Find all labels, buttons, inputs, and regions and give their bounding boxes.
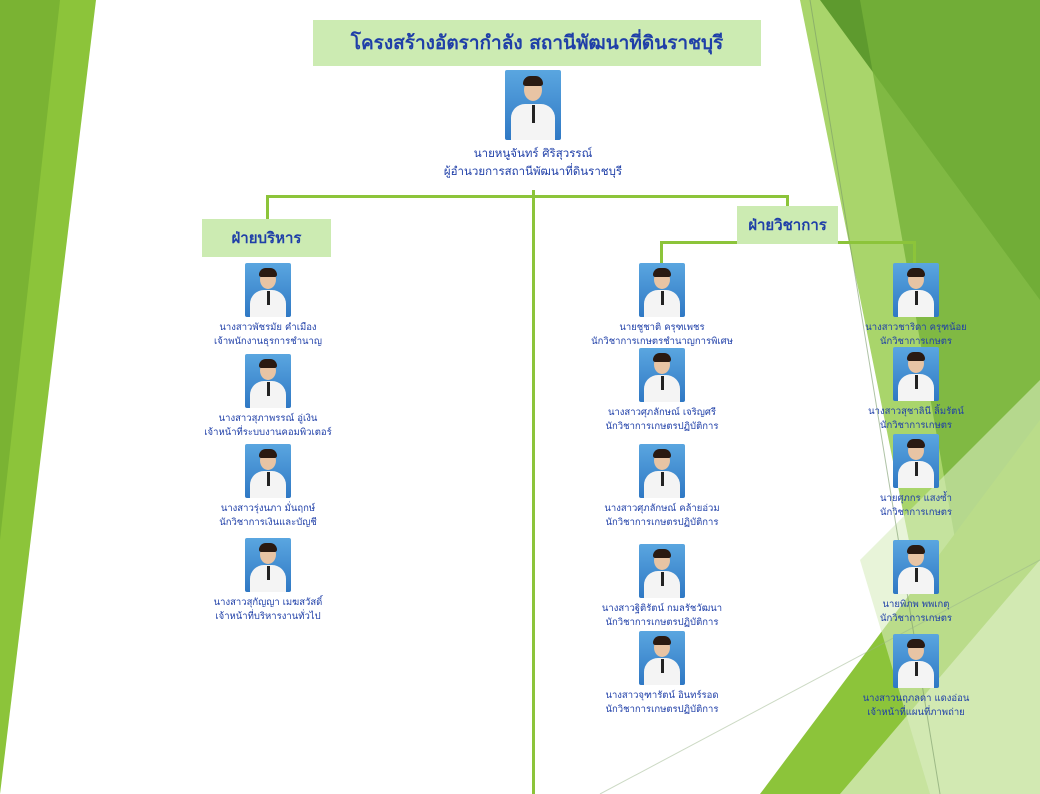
- tech-member: นางสาวศุภลักษณ์ คล้ายอ่วม นักวิชาการเกษต…: [557, 444, 767, 530]
- director-photo: [505, 70, 561, 140]
- person-position: นักวิชาการเกษตร: [879, 507, 953, 518]
- person-photo: [893, 434, 939, 488]
- person-name: นางสาวฐิติรัตน์ กมลรัชวัฒนา: [601, 603, 723, 614]
- director-card: นายหนูจันทร์ ศิริสุวรรณ์ ผู้อำนวยการสถาน…: [428, 70, 638, 180]
- person-position: เจ้าหน้าที่ระบบงานคอมพิวเตอร์: [204, 427, 332, 438]
- person-photo: [639, 631, 685, 685]
- person-position: นักวิชาการเกษตรปฏิบัติการ: [605, 617, 719, 628]
- director-position: ผู้อำนวยการสถานีพัฒนาที่ดินราชบุรี: [443, 164, 623, 178]
- person-photo: [245, 444, 291, 498]
- person-position: นักวิชาการเกษตร: [879, 613, 953, 624]
- person-name: นางสาวพัชรมัย คำเมือง: [219, 322, 317, 333]
- person-name: นายศุภกร แสงซ้ำ: [880, 493, 952, 504]
- admin-member: นางสาวพัชรมัย คำเมือง เจ้าพนักงานธุรการช…: [163, 263, 373, 349]
- tech-member: นางสาวชาริดา ครุฑน้อย นักวิชาการเกษตร: [811, 263, 1021, 349]
- director-name: นายหนูจันทร์ ศิริสุวรรณ์: [473, 146, 593, 160]
- person-name: นางสาวจุฑารัตน์ อินทร์รอด: [605, 690, 719, 701]
- person-photo: [639, 444, 685, 498]
- person-photo: [245, 354, 291, 408]
- person-name: นางสาวศุภลักษณ์ เจริญศรี: [607, 407, 717, 418]
- connector-tech-drop: [786, 195, 789, 206]
- person-position: เจ้าหน้าที่แผนที่ภาพถ่าย: [867, 707, 965, 718]
- person-position: นักวิชาการเกษตร: [879, 420, 953, 431]
- admin-member: นางสาวสุภาพรรณ์ อู่เงิน เจ้าหน้าที่ระบบง…: [163, 354, 373, 440]
- connector-director-down: [532, 190, 535, 794]
- person-name: นางสาวนฤภลดา แดงอ่อน: [862, 693, 970, 704]
- person-position: นักวิชาการเกษตรปฏิบัติการ: [605, 421, 719, 432]
- person-name: นายชูชาติ ครุฑเพชร: [619, 322, 705, 333]
- person-name: นางสาวรุ่งนภา มั่นฤกษ์: [220, 503, 316, 514]
- admin-member: นางสาวรุ่งนภา มั่นฤกษ์ นักวิชาการเงินและ…: [163, 444, 373, 530]
- person-name: นางสาวศุภลักษณ์ คล้ายอ่วม: [604, 503, 720, 514]
- person-name: นางสาวสุชาลินี ลิ้มรัตน์: [868, 406, 964, 417]
- person-position: นักวิชาการเกษตรชำนาญการพิเศษ: [591, 336, 733, 347]
- chart-title: โครงสร้างอัตรากำลัง สถานีพัฒนาที่ดินราชบ…: [313, 20, 761, 66]
- person-position: นักวิชาการเกษตรปฏิบัติการ: [605, 704, 719, 715]
- person-photo: [639, 263, 685, 317]
- tech-member: นายศุภกร แสงซ้ำ นักวิชาการเกษตร: [811, 434, 1021, 520]
- person-position: เจ้าพนักงานธุรการชำนาญ: [214, 336, 322, 347]
- person-name: นายพิภพ พพเกตุ: [882, 599, 950, 610]
- tech-member: นางสาวสุชาลินี ลิ้มรัตน์ นักวิชาการเกษตร: [811, 347, 1021, 433]
- person-photo: [893, 347, 939, 401]
- person-photo: [893, 540, 939, 594]
- connector-tech-left-drop: [660, 241, 663, 265]
- connector-tech-right-drop: [913, 241, 916, 265]
- tech-member: นายพิภพ พพเกตุ นักวิชาการเกษตร: [811, 540, 1021, 626]
- person-photo: [245, 263, 291, 317]
- person-name: นางสาวสุกัญญา เมฆสวัสดิ์: [213, 597, 323, 608]
- person-photo: [893, 634, 939, 688]
- person-position: นักวิชาการเงินและบัญชี: [219, 517, 317, 528]
- person-photo: [245, 538, 291, 592]
- person-photo: [639, 348, 685, 402]
- connector-horizontal-top: [266, 195, 788, 198]
- connector-admin-drop: [266, 195, 269, 219]
- person-photo: [639, 544, 685, 598]
- tech-member: นางสาวศุภลักษณ์ เจริญศรี นักวิชาการเกษตร…: [557, 348, 767, 434]
- tech-member: นายชูชาติ ครุฑเพชร นักวิชาการเกษตรชำนาญก…: [557, 263, 767, 349]
- tech-dept-label: ฝ่ายวิชาการ: [737, 206, 838, 244]
- admin-dept-label: ฝ่ายบริหาร: [202, 219, 331, 257]
- admin-member: นางสาวสุกัญญา เมฆสวัสดิ์ เจ้าหน้าที่บริห…: [163, 538, 373, 624]
- person-position: นักวิชาการเกษตร: [879, 336, 953, 347]
- tech-member: นางสาวจุฑารัตน์ อินทร์รอด นักวิชาการเกษต…: [557, 631, 767, 717]
- person-photo: [893, 263, 939, 317]
- tech-member: นางสาวนฤภลดา แดงอ่อน เจ้าหน้าที่แผนที่ภา…: [811, 634, 1021, 720]
- tech-member: นางสาวฐิติรัตน์ กมลรัชวัฒนา นักวิชาการเก…: [557, 544, 767, 630]
- person-position: เจ้าหน้าที่บริหารงานทั่วไป: [215, 611, 321, 622]
- person-position: นักวิชาการเกษตรปฏิบัติการ: [605, 517, 719, 528]
- person-name: นางสาวชาริดา ครุฑน้อย: [865, 322, 967, 333]
- person-name: นางสาวสุภาพรรณ์ อู่เงิน: [218, 413, 318, 424]
